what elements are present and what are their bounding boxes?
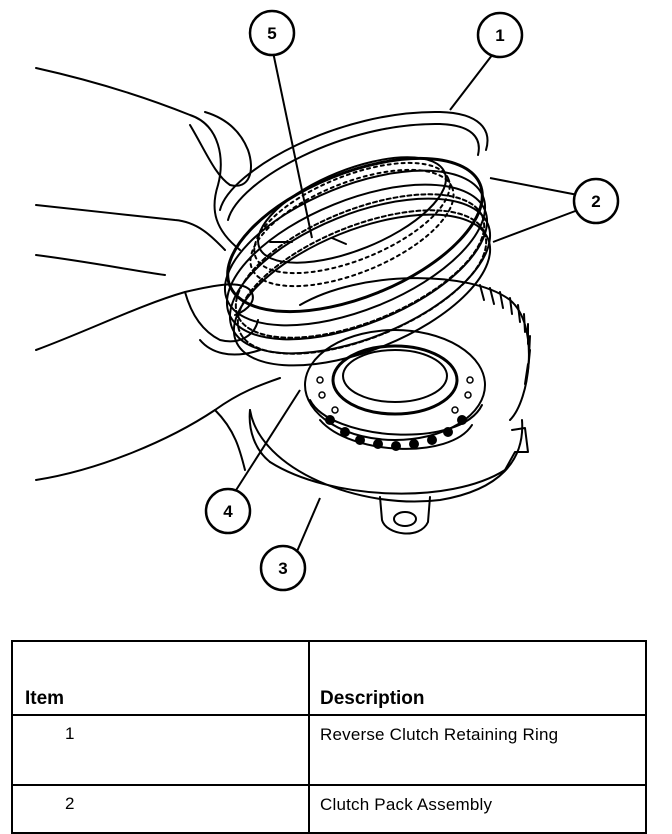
clutch-pack-plates xyxy=(223,156,492,367)
parts-table: Item Description 1 Reverse Clutch Retain… xyxy=(11,640,647,834)
item-number: 2 xyxy=(11,784,310,834)
callout-3: 3 xyxy=(259,544,307,592)
clutch-drum-housing xyxy=(248,277,531,535)
item-description: Clutch Pack Assembly xyxy=(308,784,647,834)
callout-4-label: 4 xyxy=(223,502,233,521)
table-header-row: Item Description xyxy=(11,640,647,716)
callout-3-label: 3 xyxy=(278,559,287,578)
callout-5-label: 5 xyxy=(267,24,276,43)
callout-1-label: 1 xyxy=(495,26,504,45)
callout-4: 4 xyxy=(204,487,252,535)
hands xyxy=(35,67,281,481)
callout-2: 2 xyxy=(572,177,620,225)
table-row: 2 Clutch Pack Assembly xyxy=(11,784,647,834)
callout-5: 5 xyxy=(248,9,296,57)
retaining-ring xyxy=(219,110,489,245)
item-description: Reverse Clutch Retaining Ring xyxy=(308,714,647,786)
callout-2-label: 2 xyxy=(591,192,600,211)
item-number: 1 xyxy=(11,714,310,786)
table-row: 1 Reverse Clutch Retaining Ring xyxy=(11,714,647,786)
column-header-item: Item xyxy=(11,640,310,716)
clutch-hub xyxy=(304,329,486,451)
clutch-pack-illustration: 1 2 3 4 5 xyxy=(35,9,620,592)
callout-1: 1 xyxy=(476,11,524,59)
column-header-description: Description xyxy=(308,640,647,716)
